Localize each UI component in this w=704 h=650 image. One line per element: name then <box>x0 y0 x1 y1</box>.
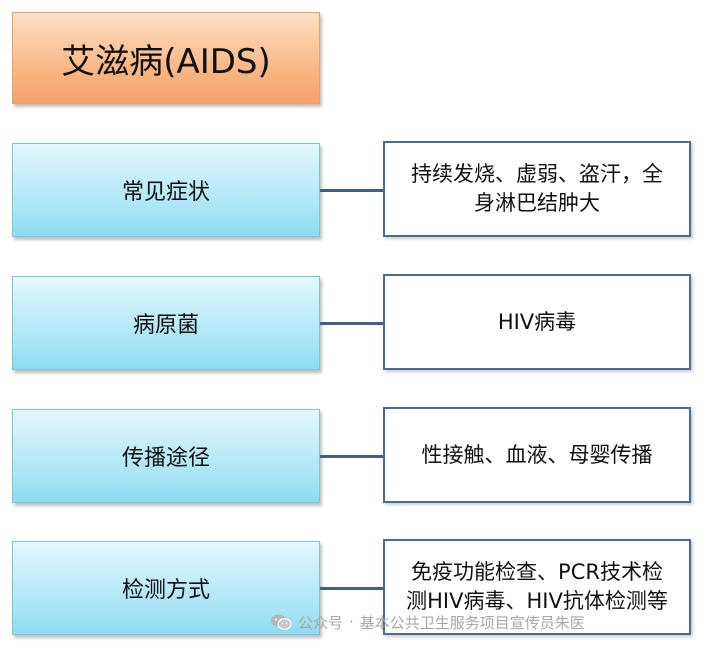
detail-text-line: 测HIV病毒、HIV抗体检测等 <box>406 589 668 613</box>
category-box-pathogen: 病原菌 <box>12 276 320 370</box>
wechat-icon <box>271 614 292 630</box>
connector-line <box>320 455 383 458</box>
detail-box-detection: 免疫功能检查、PCR技术检 测HIV病毒、HIV抗体检测等 <box>383 539 691 635</box>
diagram-title-box: 艾滋病(AIDS) <box>12 12 320 104</box>
detail-text-line: 免疫功能检查、PCR技术检 <box>411 560 663 584</box>
detail-text-line: HIV病毒 <box>497 309 577 334</box>
detail-text-line: 身淋巴结肿大 <box>474 191 600 215</box>
connector-line <box>320 322 383 325</box>
category-label: 传播途径 <box>121 446 210 471</box>
diagram-title: 艾滋病(AIDS) <box>61 41 271 82</box>
category-box-transmission: 传播途径 <box>12 409 320 503</box>
watermark-prefix: 公众号 <box>298 613 344 632</box>
connector-line <box>320 587 383 590</box>
category-box-detection: 检测方式 <box>12 541 320 635</box>
category-box-symptoms: 常见症状 <box>12 143 320 237</box>
detail-box-pathogen: HIV病毒 <box>383 274 691 370</box>
detail-box-transmission: 性接触、血液、母婴传播 <box>383 407 691 503</box>
category-label: 病原菌 <box>132 313 199 338</box>
category-label: 常见症状 <box>121 180 210 205</box>
detail-text-line: 持续发烧、虚弱、盗汗，全 <box>411 162 663 186</box>
detail-box-symptoms: 持续发烧、虚弱、盗汗，全 身淋巴结肿大 <box>383 141 691 237</box>
watermark: 公众号 · 基本公共卫生服务项目宣传员朱医 <box>270 609 585 635</box>
connector-line <box>320 189 383 192</box>
watermark-separator: · <box>349 613 354 631</box>
detail-text-line: 性接触、血液、母婴传播 <box>421 442 653 467</box>
watermark-account: 基本公共卫生服务项目宣传员朱医 <box>359 613 585 632</box>
category-label: 检测方式 <box>121 578 210 603</box>
